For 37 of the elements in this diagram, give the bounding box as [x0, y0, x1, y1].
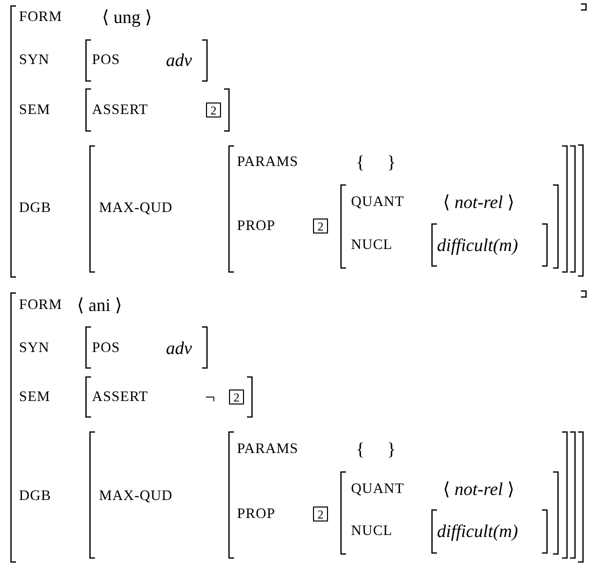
set-label: { } [356, 440, 396, 458]
feature-label: QUANT [351, 194, 404, 210]
feature-label: PROP [237, 218, 276, 234]
feature-label: NUCL [351, 238, 392, 252]
tag-box: 2 [313, 506, 328, 522]
value-label: ⟨ not-rel ⟩ [443, 480, 514, 498]
feature-label: FORM [19, 298, 62, 312]
feature-label: ASSERT [92, 390, 148, 404]
tag-box: 2 [313, 218, 328, 234]
feature-label: SEM [19, 390, 50, 404]
feature-label: NUCL [351, 524, 392, 538]
feature-label: FORM [19, 10, 62, 24]
value-label: difficult(m) [437, 236, 518, 254]
value-label: adv [166, 51, 192, 69]
feature-label: PARAMS [237, 154, 298, 170]
set-label: { } [356, 153, 396, 171]
feature-label: PROP [237, 506, 276, 522]
feature-label: SEM [19, 102, 50, 118]
feature-label: DGB [19, 200, 52, 216]
feature-label: SYN [19, 340, 50, 356]
feature-label: POS [92, 52, 120, 68]
tag-box: 2 [229, 390, 244, 404]
feature-label: POS [92, 340, 120, 356]
value-label: ⟨ not-rel ⟩ [443, 193, 514, 211]
feature-label: MAX-QUD [99, 200, 173, 216]
feature-label: ASSERT [92, 102, 148, 118]
value-label: difficult(m) [437, 522, 518, 540]
feature-label: SYN [19, 52, 50, 68]
value-label: ⟨ ani ⟩ [77, 296, 122, 314]
feature-label: DGB [19, 488, 52, 504]
feature-label: QUANT [351, 482, 404, 496]
value-label: ⟨ ung ⟩ [102, 8, 152, 26]
feature-label: PARAMS [237, 442, 298, 456]
tag-box: 2 [206, 102, 221, 118]
value-label: adv [166, 339, 192, 357]
feature-label: MAX-QUD [99, 488, 173, 504]
value-label: ¬ [205, 388, 216, 406]
